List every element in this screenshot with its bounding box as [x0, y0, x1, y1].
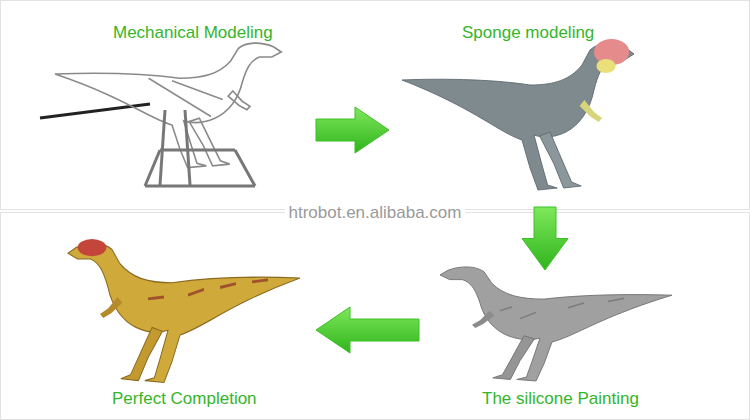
stage-label: The silicone Painting	[482, 389, 639, 409]
stage-label: Sponge modeling	[462, 23, 594, 43]
panel-frame	[1, 213, 750, 420]
stage-panel: Sponge modeling	[395, 15, 725, 205]
silicone-dinosaur	[440, 267, 672, 381]
stage-panel: Perfect Completion	[20, 235, 310, 415]
stage-label: Perfect Completion	[112, 389, 257, 409]
flow-arrow	[316, 107, 389, 153]
sponge-dinosaur	[402, 39, 634, 190]
watermark-row: htrobot.en.alibaba.com	[0, 203, 750, 223]
flow-arrow	[522, 207, 568, 270]
stage-label: Mechanical Modeling	[113, 23, 273, 43]
watermark: htrobot.en.alibaba.com	[285, 203, 466, 222]
mechanical-dinosaur	[40, 43, 281, 186]
stage-panel: Mechanical Modeling	[20, 15, 310, 200]
painted-dinosaur	[68, 239, 300, 382]
stage-panel: The silicone Painting	[425, 272, 725, 415]
panel-frame	[1, 1, 750, 210]
flow-arrow	[316, 307, 419, 353]
